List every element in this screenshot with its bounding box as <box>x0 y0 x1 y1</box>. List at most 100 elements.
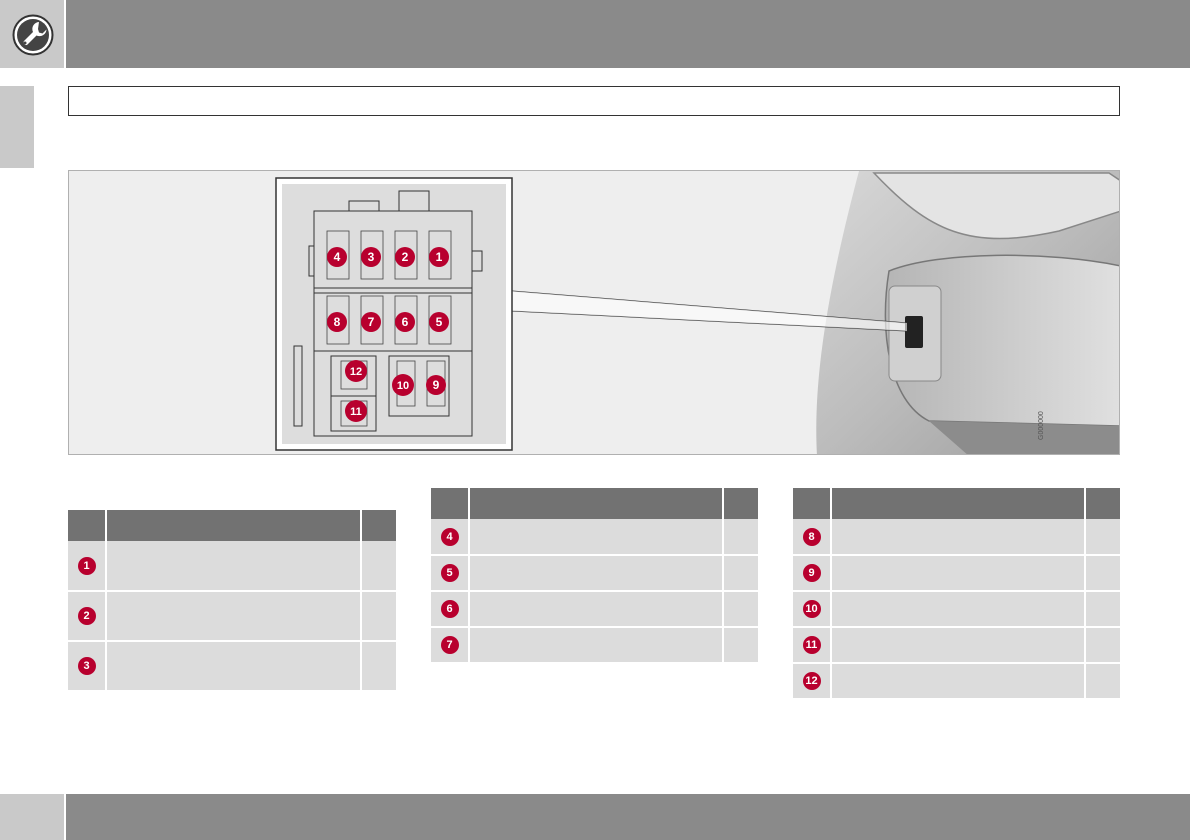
amp-cell <box>1085 627 1120 664</box>
position-cell: 9 <box>793 555 832 592</box>
amp-cell <box>723 519 758 556</box>
fuse-table-2: 4 5 6 7 <box>431 488 758 664</box>
fuse-badge-label: 8 <box>334 315 341 329</box>
table-row: 3 <box>68 641 396 692</box>
fuse-box-figure: 4 3 2 1 8 7 6 5 12 10 9 11 <box>68 170 1120 455</box>
function-cell <box>469 555 724 592</box>
function-cell <box>831 519 1086 556</box>
inset-background <box>282 184 506 444</box>
chapter-tab-divider <box>0 168 34 174</box>
fuse-badge-5: 5 <box>429 312 449 332</box>
fuse-badge-label: 4 <box>334 250 341 264</box>
table-row: 9 <box>793 555 1120 592</box>
fuse-slots <box>326 230 452 427</box>
amp-cell <box>361 541 396 592</box>
fuse-box-outline <box>293 190 483 437</box>
position-cell: 8 <box>793 519 832 556</box>
position-cell: 2 <box>68 591 107 642</box>
chapter-tab <box>0 86 34 168</box>
fuse-box-illustration: 4 3 2 1 8 7 6 5 12 10 9 11 <box>275 171 1119 454</box>
position-cell: 12 <box>793 663 832 700</box>
amp-cell <box>1085 591 1120 628</box>
position-cell: 1 <box>68 541 107 592</box>
table-header-row <box>793 488 1120 519</box>
fuse-number-badge: 12 <box>802 672 821 690</box>
trunk-interior <box>884 254 1119 427</box>
figure-code: G000000 <box>1038 411 1045 440</box>
fuse-badge-label: 6 <box>402 315 409 329</box>
fuse-badge-10: 10 <box>392 374 414 396</box>
function-cell <box>831 555 1086 592</box>
fuse-badge-11: 11 <box>345 400 367 422</box>
fuse-table-1: 1 2 3 <box>68 510 396 692</box>
fuse-number-badge: 1 <box>77 556 96 575</box>
fuse-number-badge: 11 <box>802 636 821 654</box>
function-cell <box>469 627 724 664</box>
function-cell <box>469 591 724 628</box>
function-cell <box>831 663 1086 700</box>
fuse-badge-9: 9 <box>426 375 446 395</box>
header-cell <box>431 488 470 519</box>
header-cell <box>469 488 724 519</box>
position-cell: 11 <box>793 627 832 664</box>
fuse-badge-2: 2 <box>395 247 415 267</box>
fuse-number-badge: 7 <box>440 636 459 654</box>
header-cell <box>361 510 396 541</box>
fuse-badge-1: 1 <box>429 247 449 267</box>
table-row: 4 <box>431 519 758 556</box>
table-row: 2 <box>68 591 396 642</box>
position-cell: 3 <box>68 641 107 692</box>
table-header-row <box>68 510 396 541</box>
header-bar <box>0 0 1190 68</box>
fuse-badge-12: 12 <box>345 360 367 382</box>
table-row: 12 <box>793 663 1120 700</box>
fuse-number-badge: 5 <box>440 564 459 582</box>
position-cell: 10 <box>793 591 832 628</box>
function-cell <box>106 591 362 642</box>
footer-bar <box>0 794 1190 840</box>
function-cell <box>469 519 724 556</box>
function-cell <box>106 541 362 592</box>
chapter-icon-cell <box>0 0 66 68</box>
fuse-badge-label: 2 <box>402 250 409 264</box>
amp-cell <box>723 627 758 664</box>
header-cell <box>723 488 758 519</box>
page-number-cell <box>0 794 66 840</box>
header-cell <box>793 488 832 519</box>
fuse-table-3: 8 9 10 11 12 <box>793 488 1120 700</box>
table-row: 11 <box>793 627 1120 664</box>
amp-cell <box>1085 519 1120 556</box>
fuse-number-badge: 2 <box>77 607 96 625</box>
amp-cell <box>1085 663 1120 700</box>
table-row: 8 <box>793 519 1120 556</box>
fuse-badge-6: 6 <box>395 312 415 332</box>
header-cell <box>68 510 107 541</box>
fuse-number-badge: 9 <box>802 564 821 582</box>
table-header-row <box>431 488 758 519</box>
fuse-number-badge: 8 <box>802 527 821 546</box>
wrench-icon <box>12 14 54 56</box>
function-cell <box>106 641 362 692</box>
fuse-number-badge: 10 <box>802 600 821 618</box>
fuse-number-badge: 6 <box>440 600 459 618</box>
position-cell: 4 <box>431 519 470 556</box>
trunk-floor <box>929 421 1119 454</box>
position-cell: 6 <box>431 591 470 628</box>
fuse-badge-label: 9 <box>433 378 440 392</box>
amp-cell <box>723 555 758 592</box>
header-cell <box>106 510 362 541</box>
fuse-badge-3: 3 <box>361 247 381 267</box>
fuse-badge-label: 7 <box>368 315 375 329</box>
amp-cell <box>1085 555 1120 592</box>
amp-cell <box>361 591 396 642</box>
fuse-badge-label: 12 <box>350 366 362 378</box>
amp-cell <box>723 591 758 628</box>
table-row: 7 <box>431 627 758 664</box>
fuse-badge-4: 4 <box>327 247 347 267</box>
table-row: 1 <box>68 541 396 592</box>
fuse-badge-label: 5 <box>436 315 443 329</box>
section-heading-box <box>68 86 1120 116</box>
fuse-number-badge: 3 <box>77 657 96 675</box>
position-cell: 5 <box>431 555 470 592</box>
fuse-badge-label: 11 <box>350 406 362 418</box>
